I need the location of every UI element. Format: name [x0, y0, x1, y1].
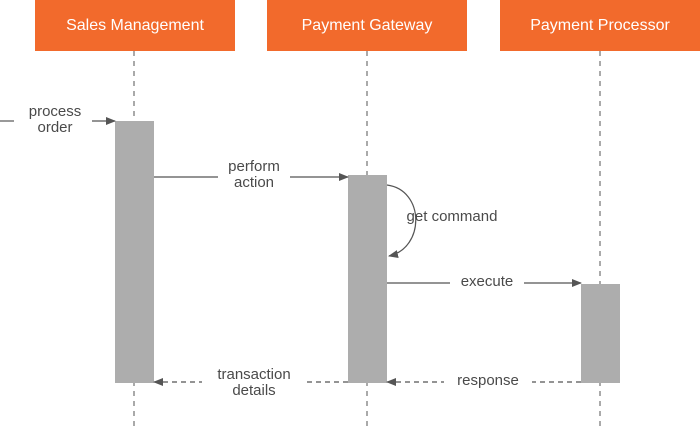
activation-processor [581, 284, 620, 383]
participant-payment-processor: Payment Processor [500, 0, 700, 51]
label-transaction-details-line2: details [232, 382, 276, 399]
label-process-order: process order [18, 104, 92, 136]
label-perform-action-line1: perform [228, 158, 280, 175]
label-transaction-details-line1: transaction [217, 366, 291, 383]
label-transaction-details: transaction details [202, 367, 306, 399]
label-process-order-line1: process [28, 103, 82, 120]
activation-gateway [348, 175, 387, 383]
label-response: response [444, 373, 532, 389]
label-response-line1: response [457, 372, 519, 389]
participant-payment-gateway: Payment Gateway [267, 0, 467, 51]
label-execute-line1: execute [460, 273, 514, 290]
label-get-command: get command [394, 209, 510, 225]
label-perform-action: perform action [218, 159, 290, 191]
activation-sales [115, 121, 154, 383]
label-process-order-line2: order [37, 119, 73, 136]
label-get-command-line1: get command [406, 208, 498, 225]
msg-get-command-arrow [386, 184, 417, 258]
label-perform-action-line2: action [233, 174, 275, 191]
participant-sales-management: Sales Management [35, 0, 235, 51]
label-execute: execute [450, 274, 524, 290]
